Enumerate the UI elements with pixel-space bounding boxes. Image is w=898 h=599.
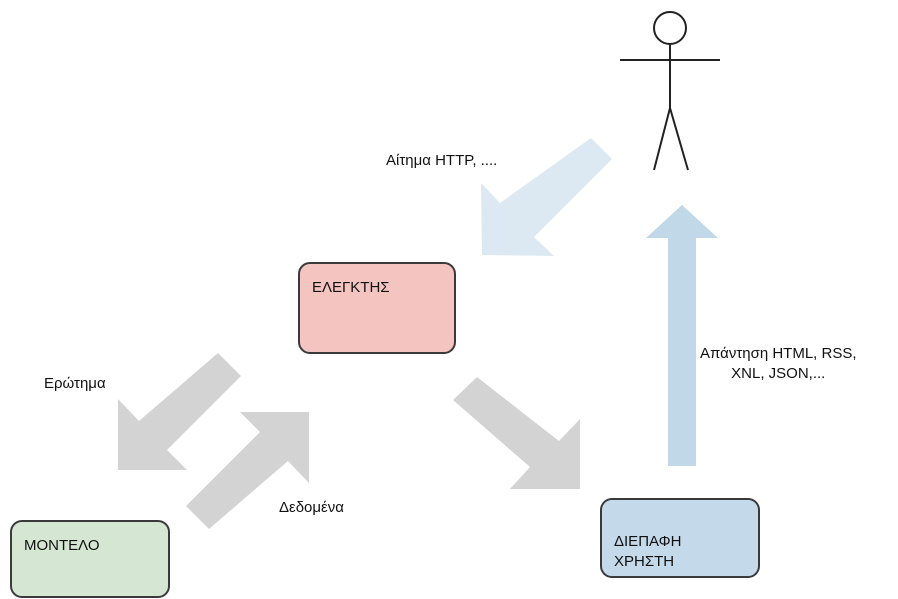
view-box: ΔΙΕΠΑΦΗ ΧΡΗΣΤΗ	[600, 498, 760, 578]
query-arrow	[118, 353, 241, 470]
update-view-arrow	[453, 377, 580, 489]
controller-label: ΕΛΕΓΚΤΗΣ	[312, 279, 390, 296]
response-edge-label: Απάντηση HTML, RSS, XNL, JSON,...	[700, 345, 857, 382]
request-edge-label: Αίτημα HTTP, ....	[386, 152, 498, 169]
data-arrow	[186, 412, 309, 529]
user-actor-icon	[620, 11, 720, 171]
data-edge-label: Δεδομένα	[279, 499, 344, 516]
model-box: ΜΟΝΤΕΛΟ	[10, 520, 170, 598]
view-label: ΔΙΕΠΑΦΗ ΧΡΗΣΤΗ	[614, 533, 682, 570]
model-label: ΜΟΝΤΕΛΟ	[24, 537, 100, 554]
query-edge-label: Ερώτημα	[44, 375, 106, 392]
request-arrow	[481, 138, 612, 256]
response-arrow	[646, 205, 718, 466]
controller-box: ΕΛΕΓΚΤΗΣ	[298, 262, 456, 354]
